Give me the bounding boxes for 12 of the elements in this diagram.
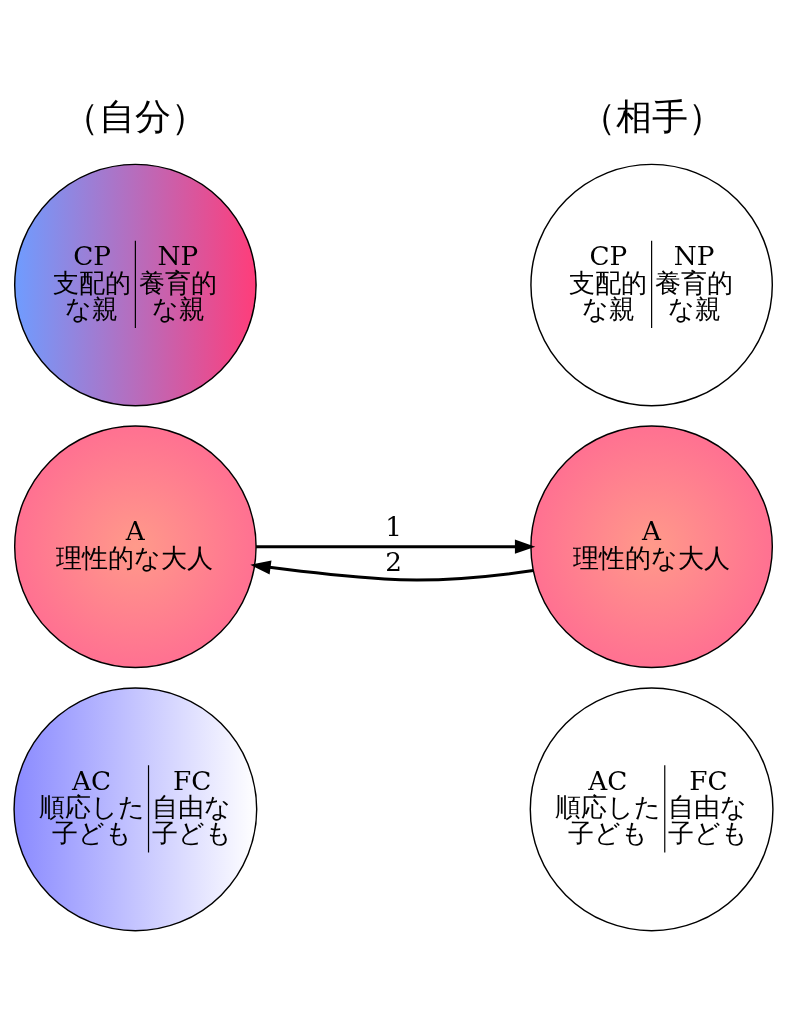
edge-label: 1 [384, 511, 402, 542]
label: （相手） [579, 95, 724, 136]
node-circle: AC 順応した子ども FC 自由な子ども [12, 686, 257, 931]
node-circle: CP 支配的な親 NP 養育的な親 [13, 163, 257, 406]
arrow [255, 539, 535, 554]
node-circle: A 理性的な大人 [13, 424, 257, 668]
label: （自分） [62, 95, 207, 136]
node-circle: CP 支配的な親 NP 養育的な親 [529, 163, 773, 406]
arrow [249, 559, 533, 581]
node-circle: A 理性的な大人 [529, 424, 773, 668]
node-circle: AC 順応した子ども FC 自由な子ども [529, 686, 774, 931]
edge-label: 2 [384, 546, 402, 577]
